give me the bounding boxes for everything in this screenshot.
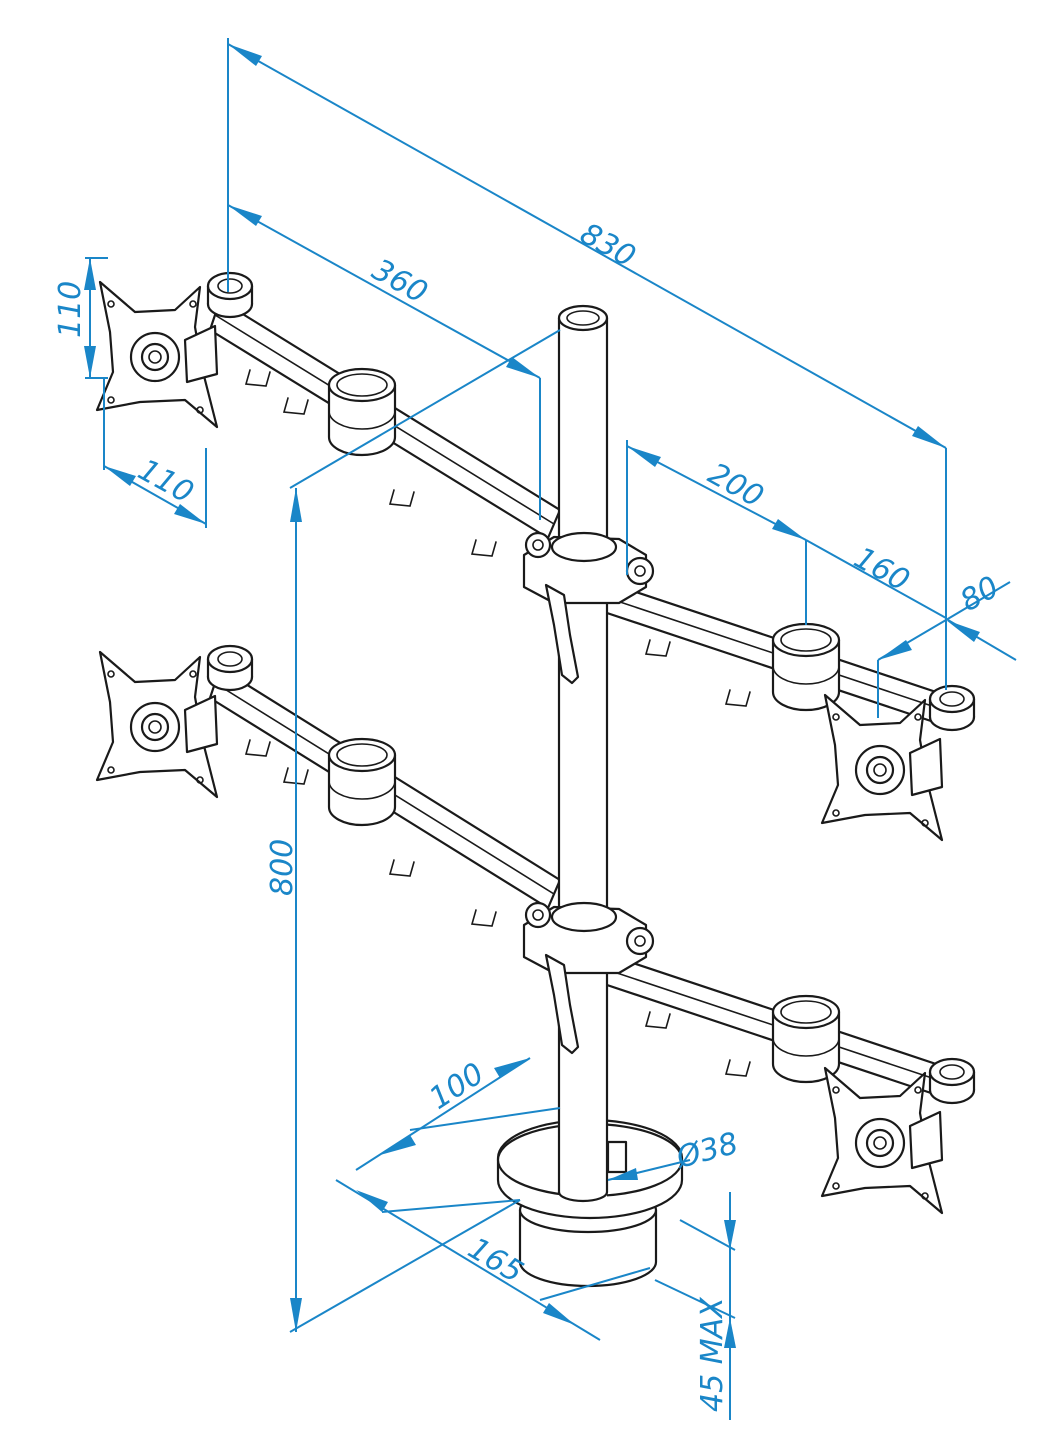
vesa-plate-bottom-left [95,650,219,799]
vesa-plate-top-left [95,280,219,429]
pole-top-cap [557,304,609,332]
lower-arm-assembly [95,644,976,1215]
lower-left-collar [327,737,397,827]
dimension-lines [84,38,1017,1420]
dim-label-pole-diameter: Ø38 [671,1126,742,1176]
dim-label-45-max: 45 MAX [695,1296,730,1412]
dim-label-800: 800 [265,839,300,896]
dim-label-200: 200 [702,456,769,514]
upper-arm-assembly [95,271,976,842]
lower-right-collar [771,994,841,1084]
dim-label-vesa-height: 110 [53,281,88,338]
dim-label-830: 830 [574,216,641,274]
upper-left-collar [327,367,397,457]
vesa-plate-top-right [820,693,944,842]
vesa-plate-bottom-right [820,1066,944,1215]
dim-label-160: 160 [848,540,915,598]
pole [557,304,609,1203]
dim-label-100: 100 [423,1056,490,1117]
dim-label-360: 360 [366,252,433,310]
